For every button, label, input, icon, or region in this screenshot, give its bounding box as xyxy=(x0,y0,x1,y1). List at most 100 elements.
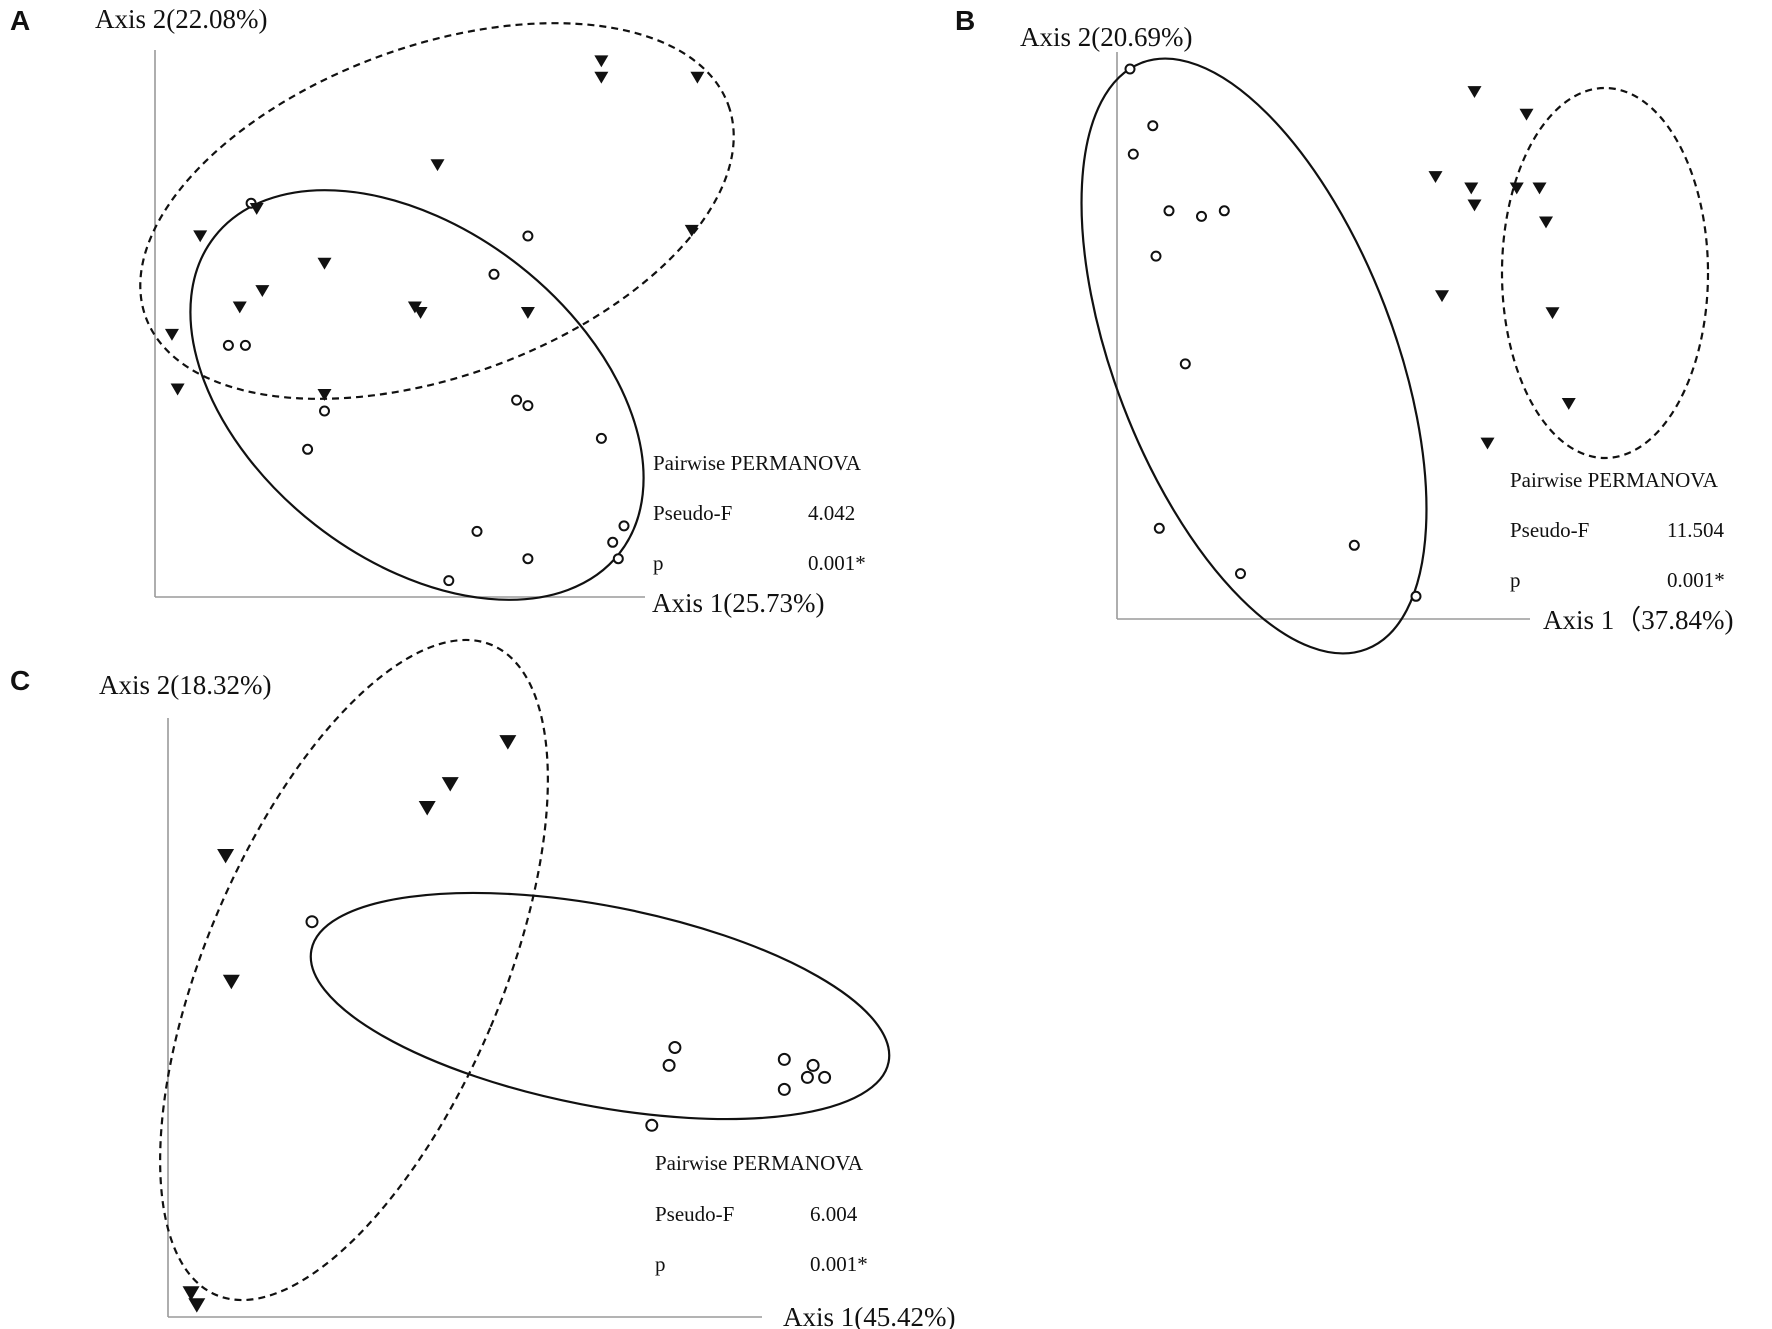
point-circle-a xyxy=(471,525,483,537)
point-circle-c xyxy=(777,1082,791,1096)
panel-c: C Axis 2(18.32%) Axis 1(45.42%) Pairwise… xyxy=(10,638,955,1329)
point-triangle-b xyxy=(1539,216,1553,229)
point-triangle-b xyxy=(1467,199,1482,212)
stats-value-pseudo-f-c: 6.004 xyxy=(810,1202,858,1226)
point-circle-c xyxy=(800,1070,814,1084)
point-circle-b xyxy=(1163,205,1175,217)
point-triangle-a xyxy=(690,71,705,84)
point-circle-b xyxy=(1179,358,1191,370)
group-ellipse-solid-a xyxy=(189,189,645,601)
point-triangle-a xyxy=(594,71,609,84)
point-circle-b xyxy=(1410,590,1422,602)
point-circle-a xyxy=(302,443,314,455)
point-circle-c xyxy=(818,1070,832,1084)
point-circle-a xyxy=(511,394,523,406)
point-triangle-a xyxy=(193,230,208,243)
x-axis-label-c: Axis 1(45.42%) xyxy=(783,1302,955,1329)
stats-value-p-b: 0.001* xyxy=(1667,568,1725,592)
stats-label-p-b: p xyxy=(1510,568,1521,592)
point-circle-b xyxy=(1153,522,1165,534)
stats-heading-a: Pairwise PERMANOVA xyxy=(653,451,862,475)
point-circle-a xyxy=(618,520,630,532)
data-points-b xyxy=(1124,63,1576,602)
point-triangle-a xyxy=(164,328,179,341)
data-points-a xyxy=(164,55,705,587)
point-circle-a xyxy=(319,405,330,417)
group-ellipse-dashed-c xyxy=(159,638,549,1302)
point-triangle-b xyxy=(1545,307,1560,320)
point-triangle-b xyxy=(1467,86,1482,98)
stats-label-pseudo-f-b: Pseudo-F xyxy=(1510,518,1589,542)
stats-value-p-a: 0.001* xyxy=(808,551,866,575)
point-triangle-a xyxy=(684,224,699,237)
panel-letter-c: C xyxy=(10,665,30,696)
point-triangle-b xyxy=(1532,182,1547,195)
point-circle-b xyxy=(1147,120,1159,132)
point-triangle-c xyxy=(217,848,235,864)
point-triangle-b xyxy=(1435,290,1449,303)
point-triangle-c xyxy=(499,735,517,750)
point-triangle-a xyxy=(594,55,609,68)
point-circle-b xyxy=(1127,148,1139,160)
point-circle-c xyxy=(662,1058,676,1072)
point-triangle-c xyxy=(418,801,436,816)
x-axis-label-a: Axis 1(25.73%) xyxy=(652,588,824,618)
stats-heading-b: Pairwise PERMANOVA xyxy=(1510,468,1719,492)
point-triangle-c xyxy=(441,777,459,792)
point-triangle-a xyxy=(232,301,247,314)
data-points-c xyxy=(182,735,832,1313)
y-axis-label-b: Axis 2(20.69%) xyxy=(1020,22,1192,52)
point-triangle-c xyxy=(222,974,240,990)
panel-a: A Axis 2(22.08%) Axis 1(25.73%) Pairwise… xyxy=(10,4,866,618)
point-triangle-c xyxy=(188,1298,206,1313)
point-triangle-a xyxy=(430,159,445,172)
point-circle-c xyxy=(806,1058,820,1072)
point-triangle-a xyxy=(413,306,428,319)
point-triangle-c xyxy=(182,1286,200,1301)
point-triangle-b xyxy=(1519,108,1534,121)
y-axis-label-c: Axis 2(18.32%) xyxy=(99,670,271,700)
point-circle-c xyxy=(777,1052,791,1066)
x-axis-label-b: Axis 1（37.84%) xyxy=(1543,605,1734,635)
point-circle-a xyxy=(222,339,234,351)
point-circle-a xyxy=(607,536,619,548)
stats-label-pseudo-f-a: Pseudo-F xyxy=(653,501,732,525)
point-circle-a xyxy=(239,339,251,351)
point-circle-b xyxy=(1196,210,1207,222)
stats-label-p-a: p xyxy=(653,551,664,575)
point-circle-b xyxy=(1218,205,1230,217)
point-circle-a xyxy=(522,230,534,242)
stats-label-pseudo-f-c: Pseudo-F xyxy=(655,1202,734,1226)
point-circle-c xyxy=(645,1118,659,1132)
point-circle-b xyxy=(1235,568,1246,580)
point-circle-b xyxy=(1150,250,1162,262)
stats-value-pseudo-f-a: 4.042 xyxy=(808,501,855,525)
point-circle-b xyxy=(1348,539,1360,551)
point-triangle-a xyxy=(170,383,185,396)
stats-label-p-c: p xyxy=(655,1252,666,1276)
point-circle-a xyxy=(488,268,500,280)
point-circle-a xyxy=(522,400,534,412)
group-ellipse-solid-c xyxy=(309,891,891,1121)
point-circle-b xyxy=(1124,63,1136,75)
group-ellipse-solid-b xyxy=(1080,57,1428,655)
group-ellipse-dashed-b xyxy=(1500,86,1710,460)
point-circle-a xyxy=(612,553,624,565)
point-circle-a xyxy=(443,575,455,587)
group-ellipse-dashed-a xyxy=(139,22,735,400)
panel-letter-b: B xyxy=(955,5,975,36)
stats-value-p-c: 0.001* xyxy=(810,1252,868,1276)
panel-b: B Axis 2(20.69%) Axis 1（37.84%) Pairwise… xyxy=(955,5,1734,655)
panel-letter-a: A xyxy=(10,5,30,36)
point-triangle-a xyxy=(255,285,270,297)
point-circle-a xyxy=(595,432,607,444)
point-triangle-a xyxy=(317,389,332,401)
stats-value-pseudo-f-b: 11.504 xyxy=(1667,518,1724,542)
point-triangle-b xyxy=(1509,182,1524,195)
point-triangle-a xyxy=(520,306,535,319)
point-circle-a xyxy=(522,553,534,565)
point-triangle-b xyxy=(1480,437,1495,450)
point-circle-c xyxy=(668,1041,682,1054)
point-triangle-a xyxy=(317,257,332,270)
